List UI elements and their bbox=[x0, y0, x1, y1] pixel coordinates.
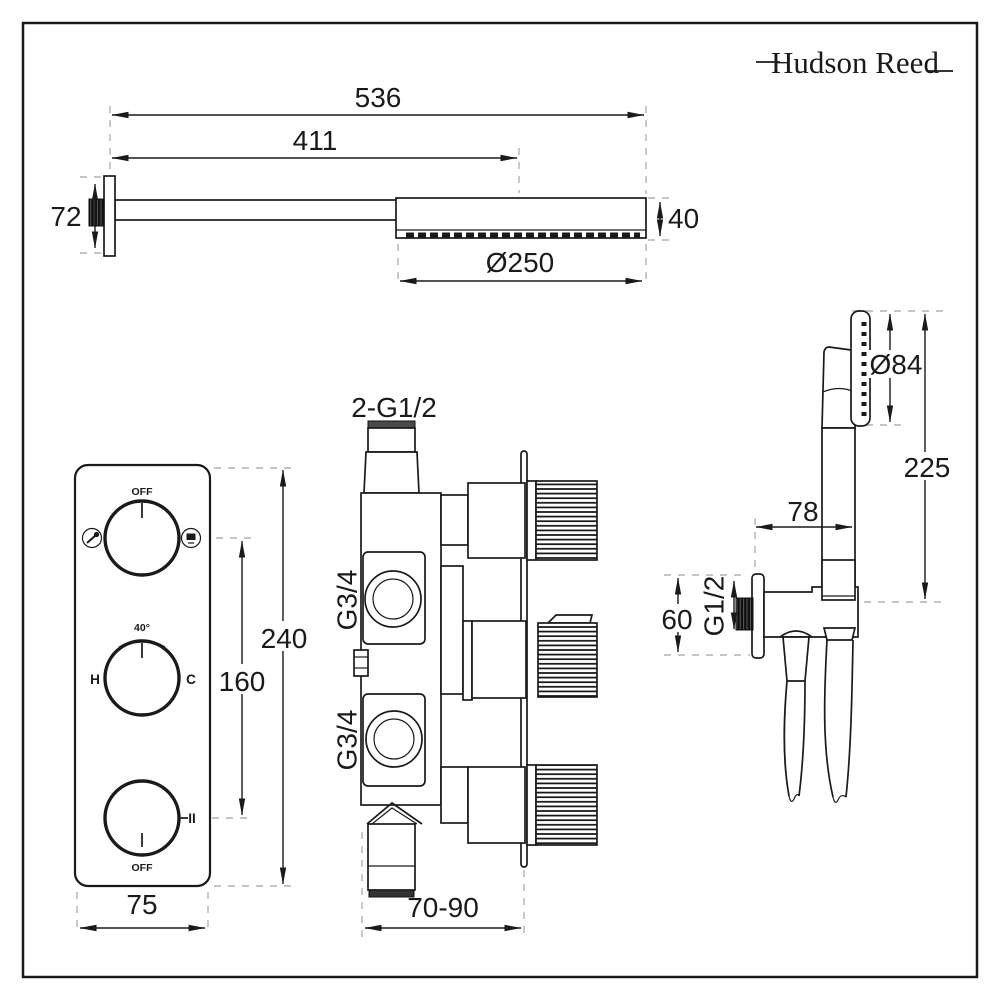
dim-plate-width-label: 75 bbox=[126, 889, 157, 920]
handset-head bbox=[850, 310, 871, 427]
valve-side-drawing: 2-G1/2 G3/4 G3/4 70-90 bbox=[331, 392, 598, 938]
port-bottom-label: G3/4 bbox=[331, 710, 362, 771]
temp-setpoint-label: 40° bbox=[134, 622, 150, 634]
diverter-dial bbox=[103, 499, 181, 577]
cold-label: C bbox=[186, 672, 196, 687]
temperature-dial bbox=[103, 639, 181, 717]
dim-handset-diameter-label: Ø84 bbox=[870, 349, 923, 380]
dim-head-thickness-label: 40 bbox=[668, 203, 699, 234]
handset-grip bbox=[821, 346, 856, 429]
outlet-pipe bbox=[367, 823, 416, 891]
diverter-off-label: OFF bbox=[132, 486, 154, 498]
brand-logo-text: Hudson Reed bbox=[771, 45, 939, 80]
knob-bottom bbox=[467, 764, 598, 846]
flow-ii-label: II bbox=[188, 811, 196, 826]
inlet-pipe bbox=[367, 427, 416, 453]
inlet-neck bbox=[363, 451, 420, 494]
knob-middle bbox=[462, 614, 598, 701]
dim-outlet-height-label: 60 bbox=[661, 604, 692, 635]
dim-dial-spacing-label: 160 bbox=[219, 666, 266, 697]
outlet-cap bbox=[368, 889, 415, 898]
side-fitting bbox=[353, 649, 369, 677]
flow-off-label: OFF bbox=[132, 862, 154, 874]
wall-flange bbox=[103, 175, 116, 257]
dim-arm-label: 411 bbox=[293, 125, 338, 156]
dim-depth-label: 70-90 bbox=[407, 892, 479, 923]
arm-thread bbox=[88, 198, 105, 227]
hot-label: H bbox=[90, 672, 100, 687]
valve-front-drawing: OFF 40° H C II OFF 240 160 75 bbox=[73, 463, 308, 934]
hose-nut-right bbox=[822, 627, 857, 641]
shower-arm bbox=[114, 199, 399, 221]
overhead-mode-icon bbox=[180, 527, 202, 549]
dim-reach-label: 78 bbox=[787, 496, 818, 527]
knob-top bbox=[467, 480, 598, 561]
flow-dial bbox=[103, 779, 181, 857]
outlet-thread bbox=[735, 597, 754, 631]
dim-flange-label: 72 bbox=[50, 201, 81, 232]
shower-arm-drawing: 536 411 72 40 Ø250 bbox=[50, 82, 699, 286]
handset-mode-icon bbox=[81, 527, 103, 549]
handset-drawing: Ø84 225 78 60 G1/2 bbox=[657, 310, 953, 803]
brand-logo: Hudson Reed bbox=[756, 45, 953, 80]
dim-overall-label: 536 bbox=[355, 82, 402, 113]
port-bottom-circle bbox=[365, 710, 423, 768]
inlet-label: 2-G1/2 bbox=[351, 392, 437, 423]
dim-plate-height-label: 240 bbox=[261, 623, 308, 654]
dim-head-diameter-label: Ø250 bbox=[486, 247, 555, 278]
port-top-label: G3/4 bbox=[331, 570, 362, 631]
hose-nut-left bbox=[782, 636, 810, 682]
outlet-thread-label: G1/2 bbox=[698, 576, 729, 637]
wall-flange bbox=[751, 573, 765, 659]
shower-head bbox=[395, 197, 647, 239]
dim-handset-height-label: 225 bbox=[904, 452, 951, 483]
port-top-circle bbox=[364, 570, 422, 628]
